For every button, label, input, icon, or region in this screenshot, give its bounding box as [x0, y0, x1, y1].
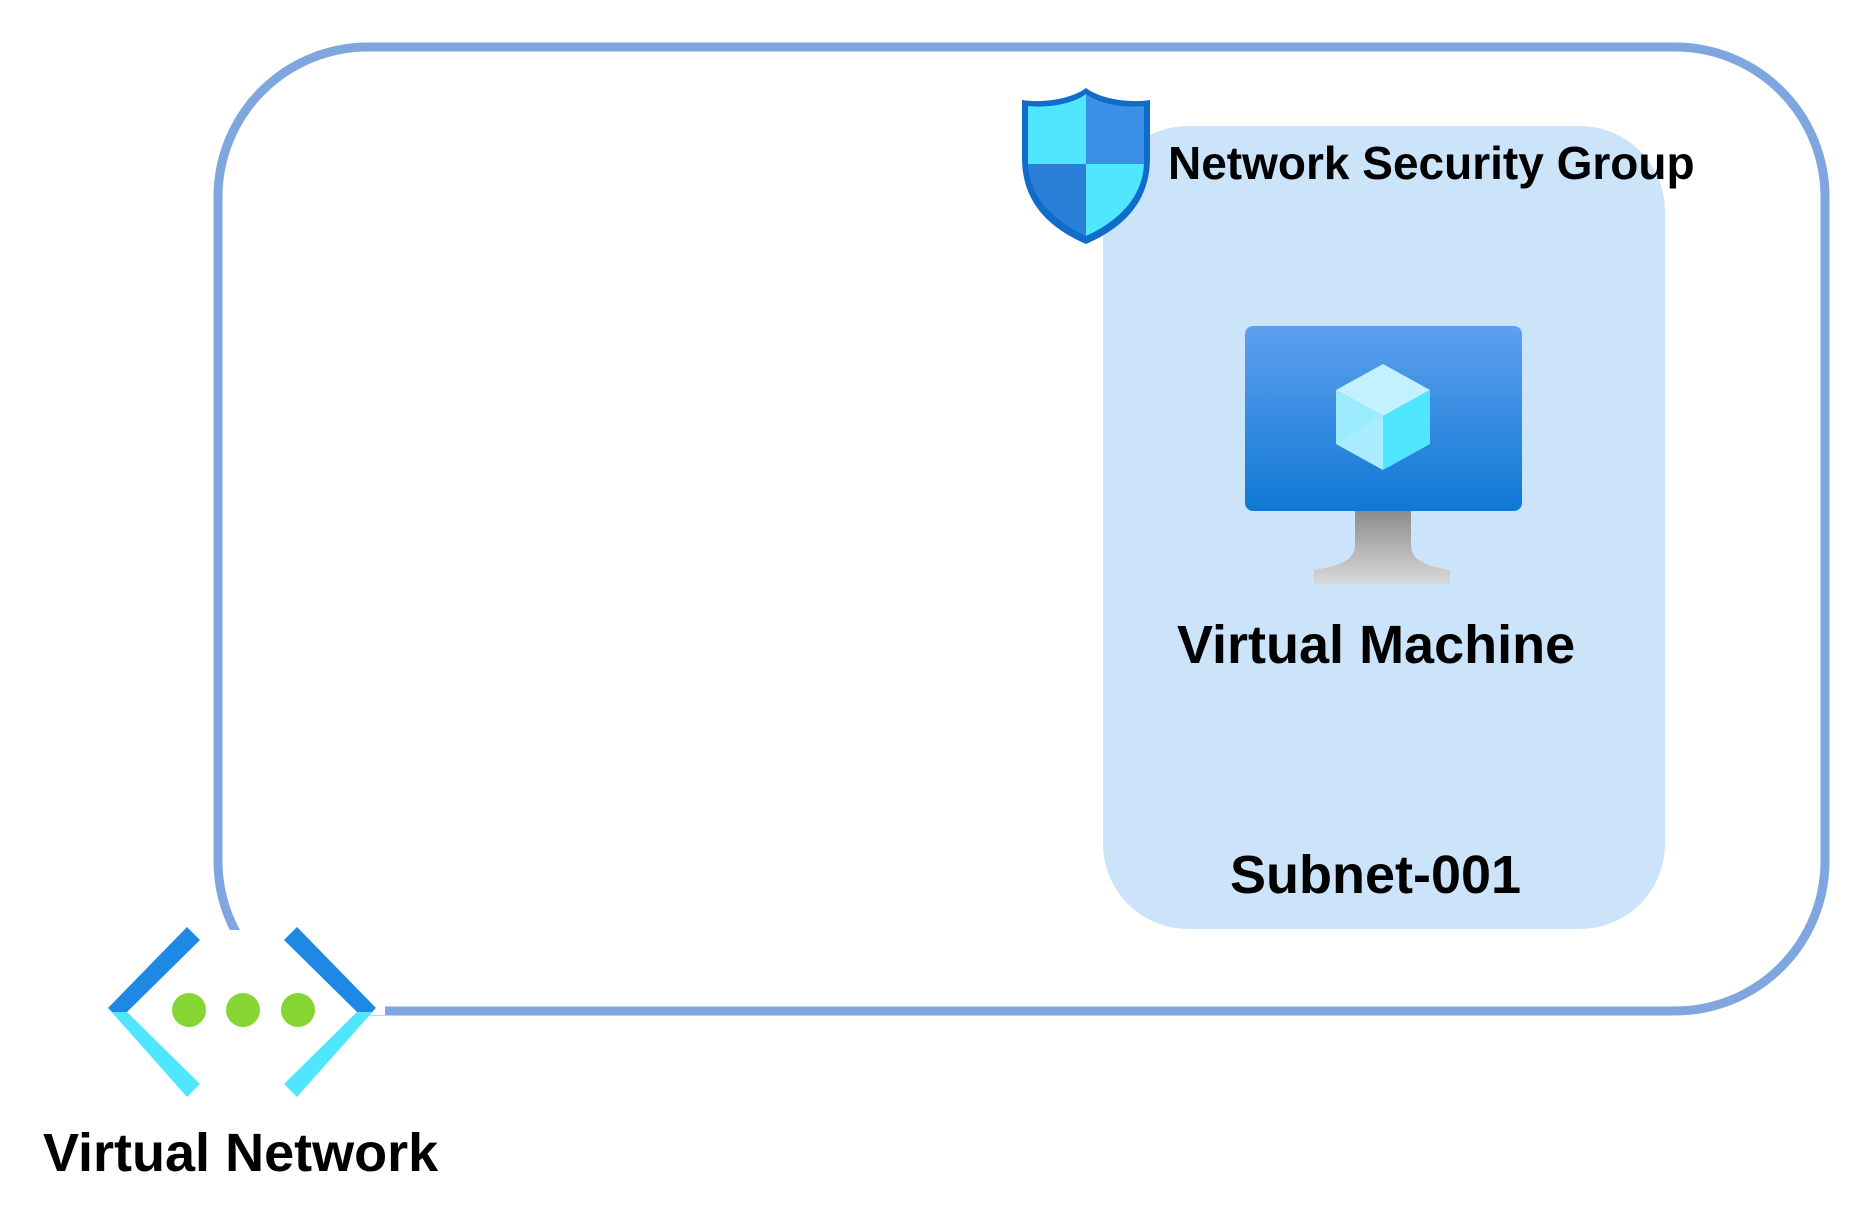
- dot-right: [281, 993, 315, 1027]
- network-security-group-label: Network Security Group: [1168, 137, 1695, 189]
- dot-left: [172, 993, 206, 1027]
- subnet-label: Subnet-001: [1230, 845, 1522, 905]
- shield-icon: [1022, 88, 1150, 244]
- virtual-machine-label: Virtual Machine: [1177, 615, 1576, 675]
- dot-middle: [226, 993, 260, 1027]
- virtual-machine-icon: [1245, 326, 1522, 584]
- virtual-network-label: Virtual Network: [43, 1123, 439, 1183]
- virtual-network-icon: [108, 927, 376, 1097]
